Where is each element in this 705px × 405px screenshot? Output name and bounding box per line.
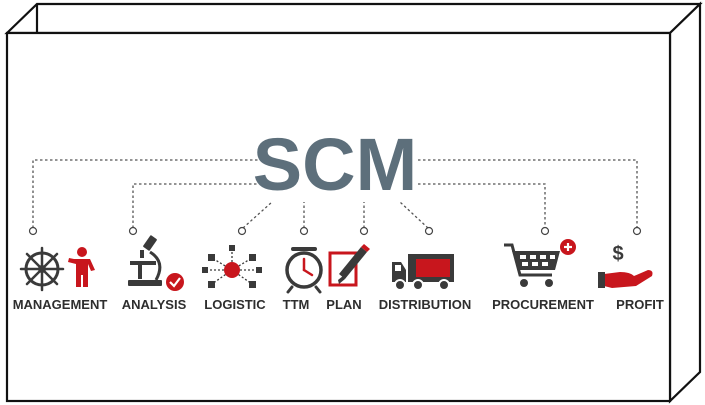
label-plan: PLAN (326, 297, 361, 312)
node-profit (632, 226, 642, 236)
node-ttm (299, 226, 309, 236)
svg-text:$: $ (612, 243, 623, 265)
label-profit: PROFIT (616, 297, 664, 312)
checkbox-pencil-icon (328, 244, 370, 287)
label-analysis: ANALYSIS (122, 297, 187, 312)
box-side-face (668, 1, 702, 404)
node-distribution (424, 226, 434, 236)
microscope-check-icon (128, 235, 184, 291)
scm-title: SCM (253, 123, 417, 206)
delivery-truck-icon (392, 254, 454, 291)
connector-nodes (28, 226, 642, 236)
label-ttm: TTM (283, 297, 310, 312)
label-procurement: PROCUREMENT (492, 297, 594, 312)
node-plan (359, 226, 369, 236)
connector-lines (32, 159, 638, 229)
node-analysis (128, 226, 138, 236)
connector-analysis (132, 183, 258, 228)
item-labels: MANAGEMENT ANALYSIS LOGISTIC TTM PLAN DI… (13, 297, 664, 312)
connector-procurement (418, 183, 546, 228)
network-nodes-icon (202, 245, 262, 288)
shopping-cart-plus-icon (504, 239, 576, 287)
node-management (28, 226, 38, 236)
label-distribution: DISTRIBUTION (379, 297, 471, 312)
label-management: MANAGEMENT (13, 297, 108, 312)
hand-dollar-icon: $ (598, 243, 653, 288)
box-top-face (4, 2, 703, 35)
box-frame (4, 1, 703, 404)
ship-wheel-person-icon (19, 246, 95, 292)
connector-logistic (242, 201, 273, 229)
connector-distribution (399, 201, 429, 229)
stopwatch-icon (285, 247, 323, 294)
node-procurement (540, 226, 550, 236)
box-front-face (5, 31, 672, 403)
label-logistic: LOGISTIC (204, 297, 266, 312)
node-logistic (237, 226, 247, 236)
